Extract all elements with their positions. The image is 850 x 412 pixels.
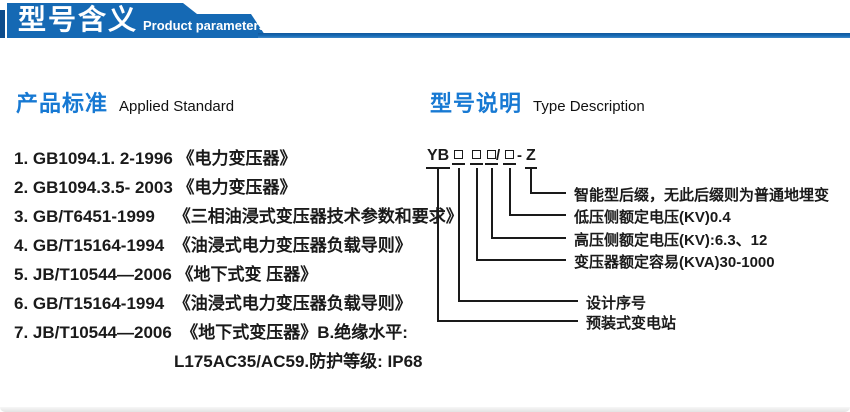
connector-line [530,168,532,192]
model-code-dash: - [517,147,522,164]
diagram-label: 变压器额定容易(KVA)30-1000 [574,254,775,271]
header-accent-strip [0,10,5,38]
type-description-heading-en: Type Description [533,98,645,115]
connector-line [437,320,578,322]
model-code-box-square [487,150,496,159]
list-item: 5. JB/T10544—2006 《地下式变 压器》 [14,265,318,284]
diagram-label: 高压侧额定电压(KV):6.3、12 [574,232,768,249]
list-item-continuation: L175AC35/AC59.防护等级: IP68 [174,352,423,371]
diagram-label: 设计序号 [586,295,647,312]
model-code-box [485,150,498,170]
connector-line [458,168,460,300]
diagram-label: 预装式变电站 [586,315,677,332]
model-code-box [503,150,516,170]
connector-line [491,237,566,239]
page-bottom-edge [0,407,850,412]
connector-line [491,168,493,237]
model-code-box [470,150,483,170]
connector-line [509,214,566,216]
diagram-label: 智能型后缀，无此后缀则为普通地埋变 [574,187,830,204]
diagram-label: 低压侧额定电压(KV)0.4 [574,209,731,226]
model-code-suffix: Z [525,147,537,169]
list-item: 1. GB1094.1. 2-1996 《电力变压器》 [14,149,297,168]
connector-line [458,300,578,302]
model-code-box-square [472,150,481,159]
standards-list: 1. GB1094.1. 2-1996 《电力变压器》 2. GB1094.3.… [14,144,463,376]
list-item: 3. GB/T6451-1999 《三相油浸式变压器技术参数和要求》 [14,207,463,226]
connector-line [476,168,478,259]
list-item: 6. GB/T15164-1994 《油浸式电力变压器负载导则》 [14,294,412,313]
list-item: 2. GB1094.3.5- 2003 《电力变压器》 [14,178,297,197]
connector-line [476,259,566,261]
applied-standard-heading-en: Applied Standard [119,98,235,115]
model-code-box [452,150,465,170]
type-description-heading: 型号说明 Type Description [430,86,645,118]
connector-line [509,168,511,214]
connector-line [437,168,439,320]
model-code-slash: / [496,147,501,164]
applied-standard-heading-cn: 产品标准 [16,91,109,116]
type-description-heading-cn: 型号说明 [430,91,523,116]
page-title: 型号含义 [18,4,139,35]
connector-line [530,192,566,194]
list-item: 4. GB/T15164-1994 《油浸式电力变压器负载导则》 [14,236,412,255]
applied-standard-heading: 产品标准 Applied Standard [16,86,234,118]
header-rule-line [258,33,850,38]
list-item: 7. JB/T10544—2006 《地下式变压器》B.绝缘水平: [14,323,408,342]
model-code-box-square [454,150,463,159]
model-code-prefix: YB [426,147,451,169]
page-subtitle: Product parameters [143,18,266,33]
model-code-box-square [505,150,514,159]
